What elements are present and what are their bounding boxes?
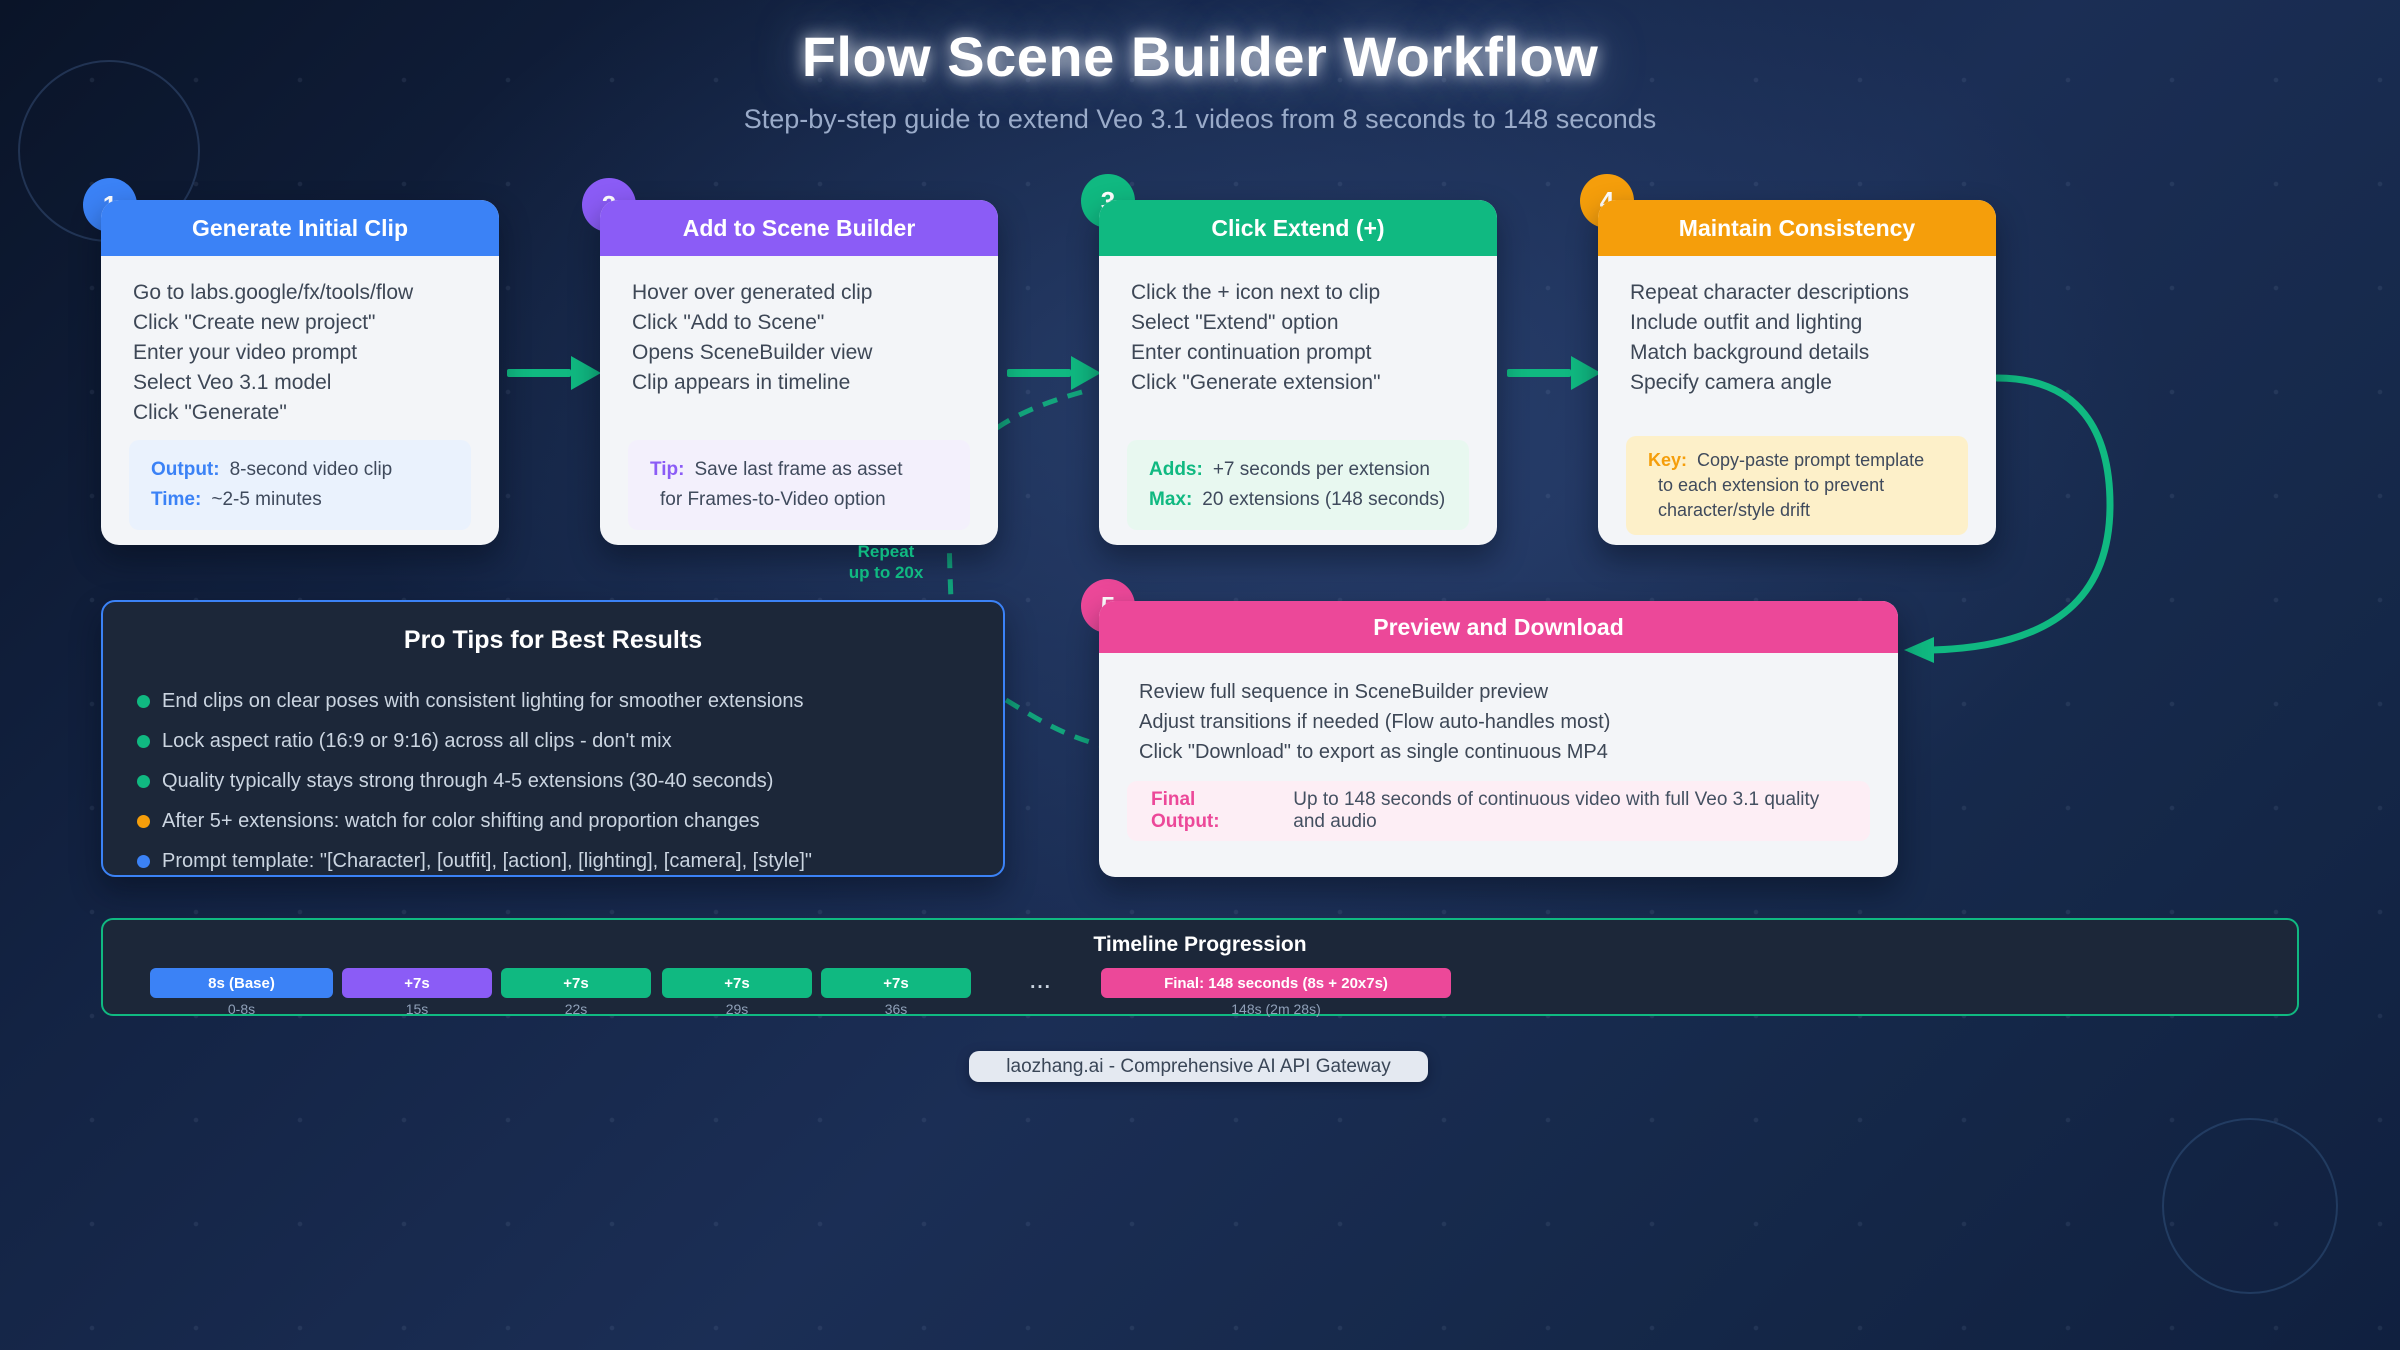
card-title: Generate Initial Clip [101,200,499,256]
timeline-segment-ext4: +7s [821,968,971,998]
card-step: Adjust transitions if needed (Flow auto-… [1139,711,1611,733]
timeline-time-label: 29s [725,1001,749,1017]
timeline-time-label: 148s (2m 28s) [1231,1001,1321,1017]
bullet-dot-icon [137,694,150,708]
pro-tip-item: Prompt template: "[Character], [outfit],… [137,841,1003,881]
card-step: Repeat character descriptions [1630,281,1909,304]
bullet-dot-icon [137,854,150,868]
card-step: Include outfit and lighting [1630,311,1863,334]
card-step: Select "Extend" option [1131,311,1339,334]
timeline-title: Timeline Progression [1093,933,1307,956]
repeat-loop-label: Repeat up to 20x [848,542,924,582]
decor-circle-bottom-right [2162,1118,2338,1294]
timeline-segment-base: 8s (Base) [150,968,333,998]
card-preview-and-download: Preview and Download Review full sequenc… [1099,601,1898,877]
timeline-time-label: 22s [564,1001,588,1017]
timeline-progression-panel: Timeline Progression 8s (Base) +7s +7s +… [101,918,2299,1017]
pro-tip-item: End clips on clear poses with consistent… [137,681,1003,721]
bullet-dot-icon [137,734,150,748]
card-add-to-scene-builder: Add to Scene Builder Hover over generate… [600,200,998,545]
card-step: Click "Add to Scene" [632,311,825,334]
card-step: Enter continuation prompt [1131,341,1372,364]
pro-tip-item: After 5+ extensions: watch for color shi… [137,801,1003,841]
card-step-list: Hover over generated clip Click "Add to … [600,256,998,398]
timeline-segment-ext3: +7s [662,968,812,998]
card-step-list: Click the + icon next to clip Select "Ex… [1099,256,1497,398]
card-info-box: Output:8-second video clip Time:~2-5 min… [129,440,471,530]
bullet-dot-icon [137,774,150,788]
pro-tip-item: Lock aspect ratio (16:9 or 9:16) across … [137,721,1003,761]
card-title: Preview and Download [1099,601,1898,653]
timeline-time-label: 36s [884,1001,908,1017]
card-step: Clip appears in timeline [632,371,851,394]
pro-tips-list: End clips on clear poses with consistent… [103,681,1003,881]
card-step: Click "Generate extension" [1131,371,1381,394]
card-step: Hover over generated clip [632,281,873,304]
timeline-time-label: 0-8s [227,1001,256,1017]
curve-arrowhead [1904,637,1934,663]
card-step: Click the + icon next to clip [1131,281,1381,304]
arrow-step2-to-step3 [1007,356,1101,390]
card-click-extend: Click Extend (+) Click the + icon next t… [1099,200,1497,545]
pro-tip-item: Quality typically stays strong through 4… [137,761,1003,801]
card-step: Click "Download" to export as single con… [1139,741,1608,763]
card-maintain-consistency: Maintain Consistency Repeat character de… [1598,200,1996,545]
card-info-box: Tip:Save last frame as asset for Frames-… [628,440,970,530]
timeline-time-label: 15s [405,1001,429,1017]
card-step-list: Review full sequence in SceneBuilder pre… [1099,653,1898,767]
card-step: Select Veo 3.1 model [133,371,332,394]
curve-step4-to-preview [1928,374,2114,654]
bullet-dot-icon [137,814,150,828]
page-title: Flow Scene Builder Workflow [801,25,1599,88]
card-step-list: Repeat character descriptions Include ou… [1598,256,1996,398]
card-step: Click "Create new project" [133,311,376,334]
card-step: Review full sequence in SceneBuilder pre… [1139,681,1549,703]
timeline-segment-final: Final: 148 seconds (8s + 20x7s) [1101,968,1451,998]
arrow-step3-to-step4 [1507,356,1601,390]
card-step: Match background details [1630,341,1870,364]
card-title: Maintain Consistency [1598,200,1996,256]
card-step: Enter your video prompt [133,341,358,364]
pro-tips-panel: Pro Tips for Best Results End clips on c… [101,600,1005,877]
brand-footer-badge: laozhang.ai - Comprehensive AI API Gatew… [969,1051,1428,1082]
timeline-segment-ext2: +7s [501,968,651,998]
card-step: Click "Generate" [133,401,287,424]
pro-tips-title: Pro Tips for Best Results [403,626,703,654]
card-step: Opens SceneBuilder view [632,341,873,364]
card-step: Go to labs.google/fx/tools/flow [133,281,414,304]
card-info-box: Key:Copy-paste prompt template to each e… [1626,436,1968,535]
card-generate-initial-clip: Generate Initial Clip Go to labs.google/… [101,200,499,545]
timeline-ellipsis: ... [1030,972,1052,993]
timeline-segment-ext1: +7s [342,968,492,998]
card-info-box: Adds:+7 seconds per extension Max:20 ext… [1127,440,1469,530]
card-title: Click Extend (+) [1099,200,1497,256]
dashed-protips-to-preview [1004,697,1113,751]
page-subtitle: Step-by-step guide to extend Veo 3.1 vid… [743,104,1657,134]
card-step-list: Go to labs.google/fx/tools/flow Click "C… [101,256,499,428]
arrow-step1-to-step2 [507,356,601,390]
card-title: Add to Scene Builder [600,200,998,256]
final-output-box: Final Output: Up to 148 seconds of conti… [1127,781,1870,841]
card-step: Specify camera angle [1630,371,1832,394]
